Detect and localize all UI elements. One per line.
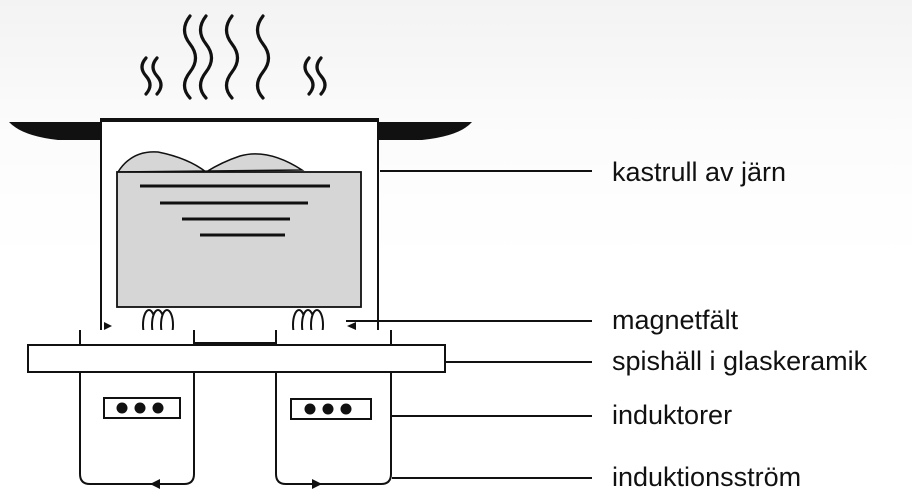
label-induction-current: induktionsström (612, 462, 801, 492)
field-arrow-right (347, 322, 356, 330)
label-hob: spishäll i glaskeramik (612, 346, 868, 376)
three-dots-icon (290, 398, 372, 420)
water-lines (140, 184, 330, 237)
glass-ceramic-hob (27, 344, 446, 373)
steam-waves-icon (140, 14, 327, 100)
current-arrow-right (312, 479, 322, 489)
current-arrow-left (150, 479, 160, 489)
label-inductors: induktorer (612, 400, 732, 430)
pan-handle-left (9, 122, 101, 140)
label-pan: kastrull av järn (612, 157, 786, 187)
label-magnetic-field: magnetfält (612, 305, 739, 335)
three-dots-icon (103, 397, 181, 419)
water-volume (116, 171, 362, 308)
pan-contents (116, 151, 362, 308)
field-arrow-left (104, 322, 112, 330)
pan-handle-right (378, 122, 472, 140)
leader-lines (346, 170, 592, 479)
